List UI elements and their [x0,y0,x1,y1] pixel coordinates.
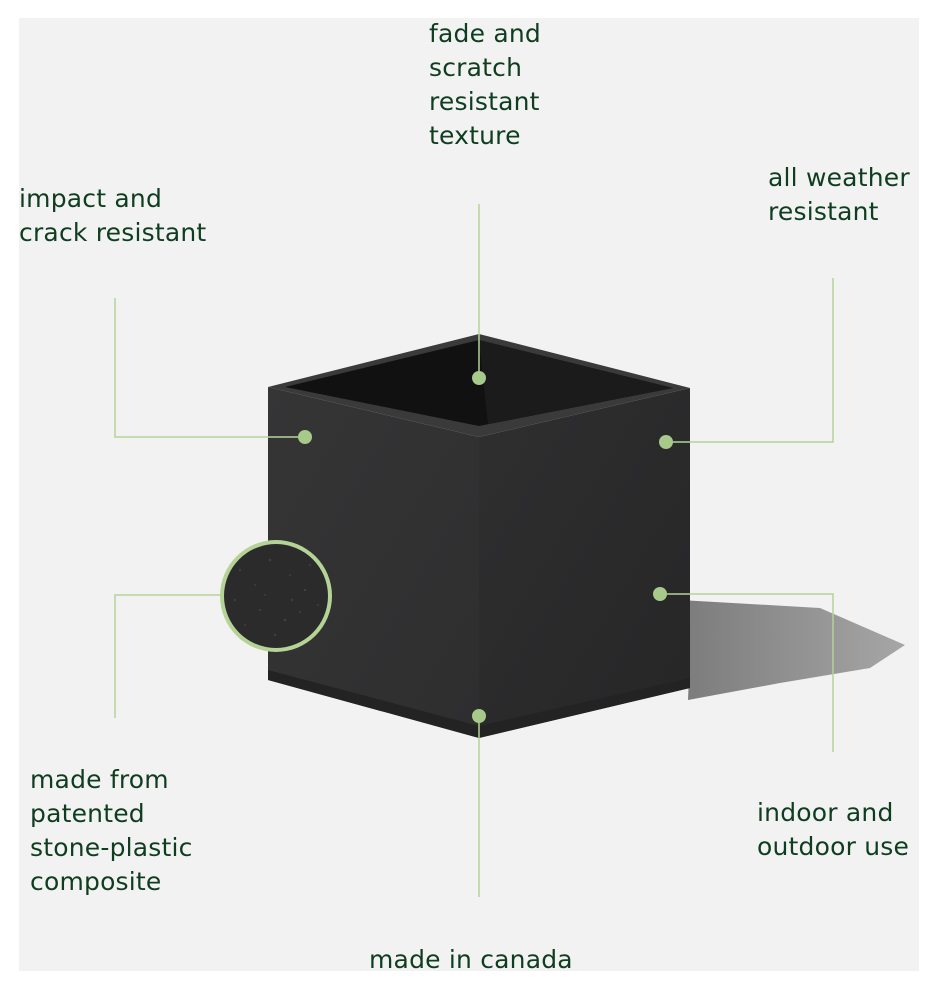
callout-impact-line-1: impact and [19,184,163,213]
callout-dot-canada [472,709,486,723]
callout-line-impact [114,298,305,438]
callout-all-weather: all weather resistant [768,161,910,229]
texture-magnifier [220,540,332,652]
callout-composite-line-3: stone-plastic [30,833,193,862]
callout-composite-line-2: patented [30,799,145,828]
callout-composite-line-4: composite [30,867,162,896]
callout-canada-line-1: made in canada [369,945,573,974]
planter-inner-wall [479,340,673,424]
callout-impact-crack: impact and crack resistant [19,182,206,250]
callout-line-indoor [660,593,834,752]
callout-dot-indoor [653,587,667,601]
callout-composite-line-1: made from [30,765,169,794]
planter-right-face [479,388,690,738]
planter-base [268,670,690,738]
callout-line-weather [666,278,834,443]
callout-dots [298,371,673,723]
planter-shadow [680,600,905,700]
callout-fade-line-4: texture [429,121,521,150]
callout-indoor-line-1: indoor and [757,798,894,827]
callout-dot-weather [659,435,673,449]
callout-fade-line-2: scratch [429,53,523,82]
callout-dot-impact [298,430,312,444]
planter-left-face [268,387,479,738]
callout-lines [114,204,834,897]
callout-indoor-line-2: outdoor use [757,832,910,861]
callout-fade-line-1: fade and [429,19,541,48]
callout-dot-fade [472,371,486,385]
callout-stone-plastic: made from patented stone-plastic composi… [30,763,193,899]
callout-fade-line-3: resistant [429,87,540,116]
callout-line-composite [114,594,224,718]
callout-made-in-canada: made in canada [369,943,573,977]
callout-fade-scratch: fade and scratch resistant texture [429,17,541,153]
callout-weather-line-1: all weather [768,163,910,192]
callout-weather-line-2: resistant [768,197,879,226]
callout-impact-line-2: crack resistant [19,218,207,247]
callout-indoor-outdoor: indoor and outdoor use [757,796,909,864]
